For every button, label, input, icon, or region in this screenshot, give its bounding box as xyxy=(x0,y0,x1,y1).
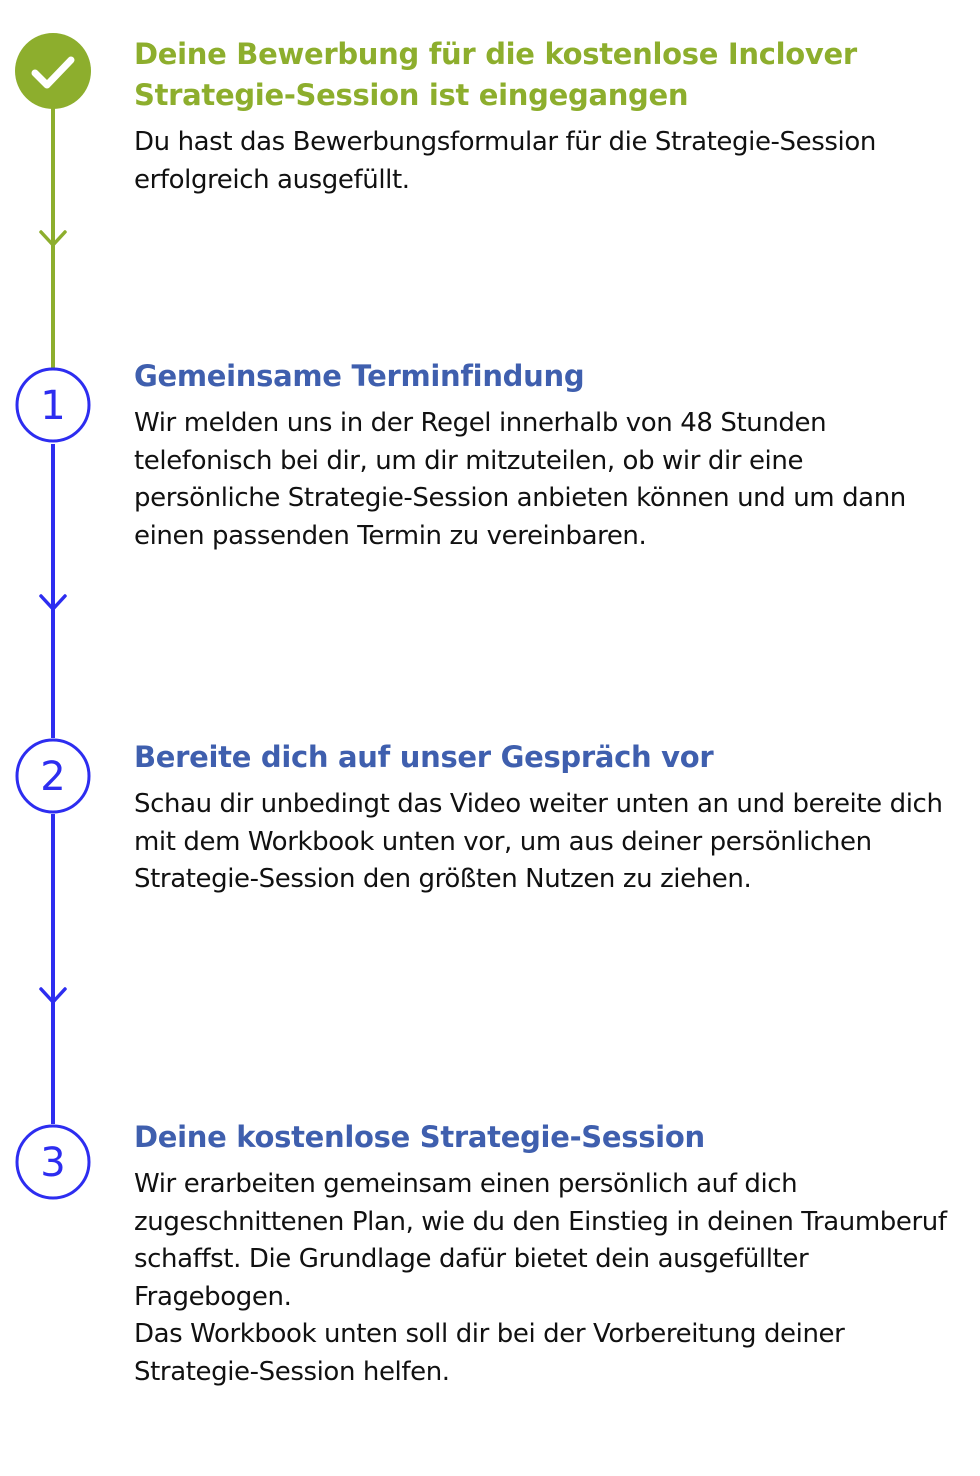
step-description-extra: Das Workbook unten soll dir bei der Vorb… xyxy=(134,1319,845,1387)
step-1: Gemeinsame Terminfindung Wir melden uns … xyxy=(134,356,954,555)
step-number: 2 xyxy=(40,754,65,800)
timeline: 1 2 3 xyxy=(15,33,91,1200)
arrow-down-icon xyxy=(39,594,67,611)
arrow-down-icon xyxy=(39,987,67,1004)
step-marker-done xyxy=(15,33,91,109)
step-description: Wir melden uns in der Regel innerhalb vo… xyxy=(134,408,906,551)
step-title: Gemeinsame Terminfindung xyxy=(134,359,585,393)
step-description: Wir erarbeiten gemeinsam einen persönlic… xyxy=(134,1169,947,1312)
step-description: Du hast das Bewerbungsformular für die S… xyxy=(134,127,876,195)
step-2: Bereite dich auf unser Gespräch vor Scha… xyxy=(134,737,954,899)
step-marker-2: 2 xyxy=(15,738,91,814)
step-marker-3: 3 xyxy=(15,1124,91,1200)
arrow-down-icon xyxy=(39,230,67,247)
step-description: Schau dir unbedingt das Video weiter unt… xyxy=(134,789,943,894)
step-title: Deine kostenlose Strategie-Session xyxy=(134,1120,705,1154)
step-number: 3 xyxy=(40,1140,65,1186)
step-marker-1: 1 xyxy=(15,367,91,443)
step-number: 1 xyxy=(40,383,65,429)
checkmark-icon xyxy=(31,56,75,89)
step-title: Bereite dich auf unser Gespräch vor xyxy=(134,740,714,774)
step-3: Deine kostenlose Strategie-Session Wir e… xyxy=(134,1117,954,1391)
step-done: Deine Bewerbung für die kostenlose Inclo… xyxy=(134,34,954,199)
step-title: Deine Bewerbung für die kostenlose Inclo… xyxy=(134,37,857,112)
